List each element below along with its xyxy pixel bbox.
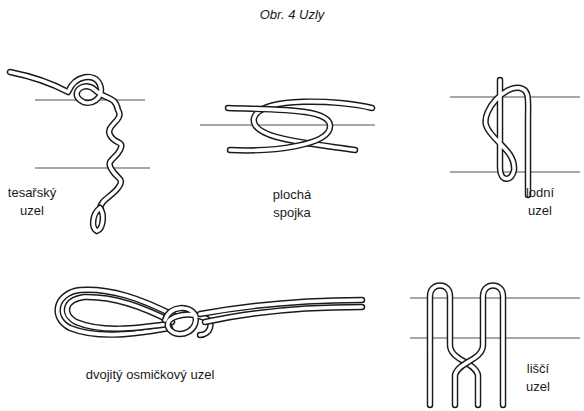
bar bbox=[450, 96, 580, 97]
knot-label: dvojitý osmičkový uzel bbox=[85, 366, 215, 384]
rope-core bbox=[93, 208, 103, 231]
knot-label-slot: lodní uzel bbox=[516, 184, 564, 220]
rope bbox=[486, 80, 529, 195]
rope-eye bbox=[93, 208, 103, 231]
bar bbox=[35, 167, 150, 168]
bar bbox=[410, 337, 580, 338]
clove-hitch bbox=[450, 80, 580, 195]
knot-label: plochá spojka bbox=[257, 186, 327, 222]
rope bbox=[228, 108, 330, 150]
rope bbox=[455, 286, 503, 406]
fox-knot bbox=[410, 286, 580, 406]
reef-knot bbox=[200, 102, 375, 151]
knot-label: liščí uzel bbox=[516, 360, 560, 396]
bar bbox=[200, 124, 375, 125]
rope-core bbox=[486, 80, 529, 195]
knot-label: lodní uzel bbox=[516, 184, 564, 220]
rope-core bbox=[455, 286, 503, 406]
rope-loop bbox=[58, 290, 175, 335]
rope-loop bbox=[67, 297, 172, 329]
bar bbox=[410, 297, 580, 298]
knot-label-slot: dvojitý osmičkový uzel bbox=[85, 366, 215, 384]
figure-title-slot: Obr. 4 Uzly bbox=[0, 6, 584, 24]
rope-core bbox=[228, 108, 330, 150]
knot-label-slot: liščí uzel bbox=[516, 360, 560, 396]
double-figure-eight bbox=[58, 290, 362, 335]
knot-label-slot: tesařský uzel bbox=[2, 184, 62, 220]
rope-core bbox=[205, 307, 362, 322]
rope-tail bbox=[205, 307, 362, 322]
figure-title: Obr. 4 Uzly bbox=[0, 6, 584, 24]
knot-label-slot: plochá spojka bbox=[257, 186, 327, 222]
rope-core bbox=[58, 290, 175, 335]
knot-label: tesařský uzel bbox=[2, 184, 62, 220]
rope-core bbox=[67, 297, 172, 329]
